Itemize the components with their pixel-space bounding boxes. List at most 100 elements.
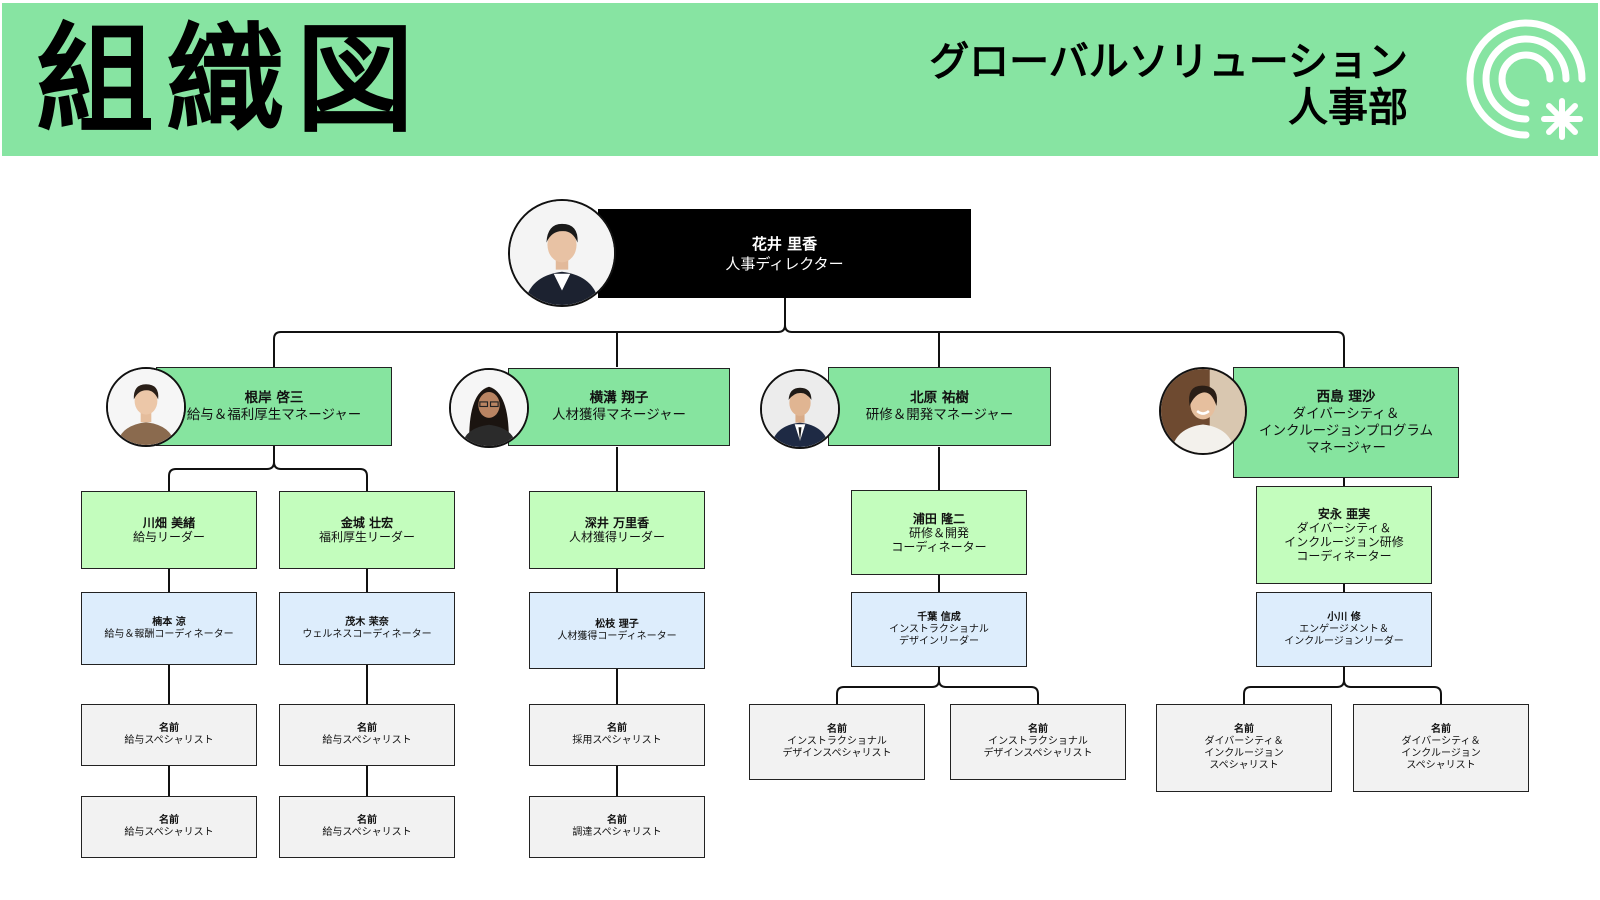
coordinator-role-line-2: インクルージョンリーダー <box>1284 635 1404 647</box>
manager-role-line-3: マネージャー <box>1305 439 1387 456</box>
specialist-role: 給与スペシャリスト <box>322 735 412 746</box>
specialist-role: 給与スペシャリスト <box>124 735 214 746</box>
coordinator-name: 松枝 理子 <box>595 618 639 630</box>
manager-box-training-development: 北原 祐樹 研修＆開発マネージャー <box>828 367 1051 446</box>
logo-icon <box>1466 19 1586 140</box>
manager-role: 研修＆開発マネージャー <box>865 406 1014 423</box>
header-banner: 組織図 グローバルソリューション 人事部 <box>2 3 1598 156</box>
manager-avatar-1 <box>106 367 186 447</box>
company-name: グローバルソリューション 人事部 <box>929 39 1408 131</box>
lead-role-line-3: コーディネーター <box>1296 549 1392 563</box>
specialist-role: 採用スペシャリスト <box>572 735 662 746</box>
lead-role-line-2: インクルージョン研修 <box>1284 535 1404 549</box>
manager-name: 北原 祐樹 <box>910 389 969 406</box>
manager-name: 西島 理沙 <box>1316 388 1376 405</box>
lead-box-diversity: 安永 亜実 ダイバーシティ＆ インクルージョン研修 コーディネーター <box>1256 486 1432 584</box>
specialist-name: 名前 <box>357 723 377 734</box>
lead-role: 給与リーダー <box>132 530 205 544</box>
coordinator-box-engagement: 小川 修 エンゲージメント＆ インクルージョンリーダー <box>1256 592 1432 667</box>
lead-role: 福利厚生リーダー <box>318 530 415 544</box>
lead-name: 深井 万里香 <box>584 516 650 530</box>
specialist-box: 名前 採用スペシャリスト <box>529 704 705 766</box>
specialist-role-line-1: ダイバーシティ＆ <box>1204 736 1284 747</box>
specialist-box: 名前 ダイバーシティ＆ インクルージョン スペシャリスト <box>1156 704 1332 792</box>
company-line-2: 人事部 <box>1288 85 1408 131</box>
manager-name: 根岸 啓三 <box>244 389 304 406</box>
specialist-role-line-3: スペシャリスト <box>1406 760 1476 771</box>
specialist-name: 名前 <box>159 723 179 734</box>
lead-role-line-1: 研修＆開発 <box>908 525 969 540</box>
specialist-box: 名前 給与スペシャリスト <box>279 704 455 766</box>
coordinator-role: ウェルネスコーディネーター <box>302 628 432 640</box>
specialist-box: 名前 給与スペシャリスト <box>81 796 257 858</box>
specialist-name: 名前 <box>159 815 179 826</box>
specialist-box: 名前 給与スペシャリスト <box>81 704 257 766</box>
director-box: 花井 里香 人事ディレクター <box>598 209 971 298</box>
specialist-role-line-3: スペシャリスト <box>1209 760 1279 771</box>
specialist-name: 名前 <box>1234 724 1254 735</box>
specialist-name: 名前 <box>1028 724 1048 735</box>
lead-role: 人材獲得リーダー <box>568 530 665 544</box>
coordinator-box-wellness: 茂木 茉奈 ウェルネスコーディネーター <box>279 592 455 665</box>
specialist-box: 名前 調達スペシャリスト <box>529 796 705 858</box>
specialist-name: 名前 <box>357 815 377 826</box>
specialist-name: 名前 <box>607 723 627 734</box>
manager-role: 給与＆福利厚生マネージャー <box>186 406 362 423</box>
coordinator-name: 茂木 茉奈 <box>345 616 389 628</box>
lead-name: 浦田 隆二 <box>912 511 966 526</box>
coordinator-role-line-1: インストラクショナル <box>889 623 989 635</box>
lead-box-payroll: 川畑 美緒 給与リーダー <box>81 491 257 569</box>
lead-name: 金城 壮宏 <box>340 516 394 530</box>
specialist-name: 名前 <box>1431 724 1451 735</box>
lead-name: 川畑 美緒 <box>142 516 196 530</box>
manager-name: 横溝 翔子 <box>589 390 649 406</box>
coordinator-role-line-1: エンゲージメント＆ <box>1299 623 1389 635</box>
lead-box-talent: 深井 万里香 人材獲得リーダー <box>529 491 705 569</box>
specialist-role: 給与スペシャリスト <box>124 827 214 838</box>
coordinator-name: 楠本 涼 <box>152 616 186 628</box>
specialist-role-line-2: デザインスペシャリスト <box>983 748 1093 759</box>
director-avatar <box>508 199 616 307</box>
lead-role-line-1: ダイバーシティ＆ <box>1296 521 1392 535</box>
manager-box-payroll-benefits: 根岸 啓三 給与＆福利厚生マネージャー <box>156 367 392 446</box>
manager-box-diversity-inclusion: 西島 理沙 ダイバーシティ＆ インクルージョンプログラム マネージャー <box>1233 367 1459 478</box>
specialist-role-line-2: インクルージョン <box>1204 748 1284 759</box>
company-line-1: グローバルソリューション <box>929 39 1408 85</box>
specialist-role-line-1: インストラクショナル <box>988 736 1088 747</box>
manager-role-line-1: ダイバーシティ＆ <box>1292 405 1400 422</box>
coordinator-name: 小川 修 <box>1327 611 1361 623</box>
specialist-box: 名前 インストラクショナル デザインスペシャリスト <box>950 704 1126 780</box>
coordinator-role: 給与＆報酬コーディネーター <box>104 628 234 640</box>
manager-avatar-2 <box>449 368 529 448</box>
specialist-box: 名前 給与スペシャリスト <box>279 796 455 858</box>
manager-avatar-4 <box>1159 367 1247 455</box>
specialist-box: 名前 ダイバーシティ＆ インクルージョン スペシャリスト <box>1353 704 1529 792</box>
coordinator-role: 人材獲得コーディネーター <box>557 630 677 642</box>
specialist-role: 調達スペシャリスト <box>572 827 662 838</box>
manager-role: 人材獲得マネージャー <box>551 407 687 423</box>
specialist-role-line-2: インクルージョン <box>1401 748 1481 759</box>
specialist-name: 名前 <box>827 724 847 735</box>
director-role: 人事ディレクター <box>725 254 844 273</box>
coordinator-name: 千葉 信成 <box>917 611 961 623</box>
manager-role-line-2: インクルージョンプログラム <box>1258 422 1433 439</box>
lead-role-line-2: コーディネーター <box>891 539 987 554</box>
specialist-role-line-1: インストラクショナル <box>787 736 887 747</box>
coordinator-box-instructional: 千葉 信成 インストラクショナル デザインリーダー <box>851 592 1027 667</box>
specialist-role: 給与スペシャリスト <box>322 827 412 838</box>
page-title: 組織図 <box>36 11 427 149</box>
manager-avatar-3 <box>760 369 840 449</box>
lead-name: 安永 亜実 <box>1317 507 1371 521</box>
specialist-box: 名前 インストラクショナル デザインスペシャリスト <box>749 704 925 780</box>
specialist-role-line-2: デザインスペシャリスト <box>782 748 892 759</box>
coordinator-box-talent: 松枝 理子 人材獲得コーディネーター <box>529 592 705 669</box>
director-name: 花井 里香 <box>751 234 818 253</box>
lead-box-benefits: 金城 壮宏 福利厚生リーダー <box>279 491 455 569</box>
specialist-role-line-1: ダイバーシティ＆ <box>1401 736 1481 747</box>
coordinator-role-line-2: デザインリーダー <box>899 635 979 647</box>
specialist-name: 名前 <box>607 815 627 826</box>
manager-box-talent-acquisition: 横溝 翔子 人材獲得マネージャー <box>508 368 730 446</box>
coordinator-box-compensation: 楠本 涼 給与＆報酬コーディネーター <box>81 592 257 665</box>
lead-box-training: 浦田 隆二 研修＆開発 コーディネーター <box>851 490 1027 575</box>
